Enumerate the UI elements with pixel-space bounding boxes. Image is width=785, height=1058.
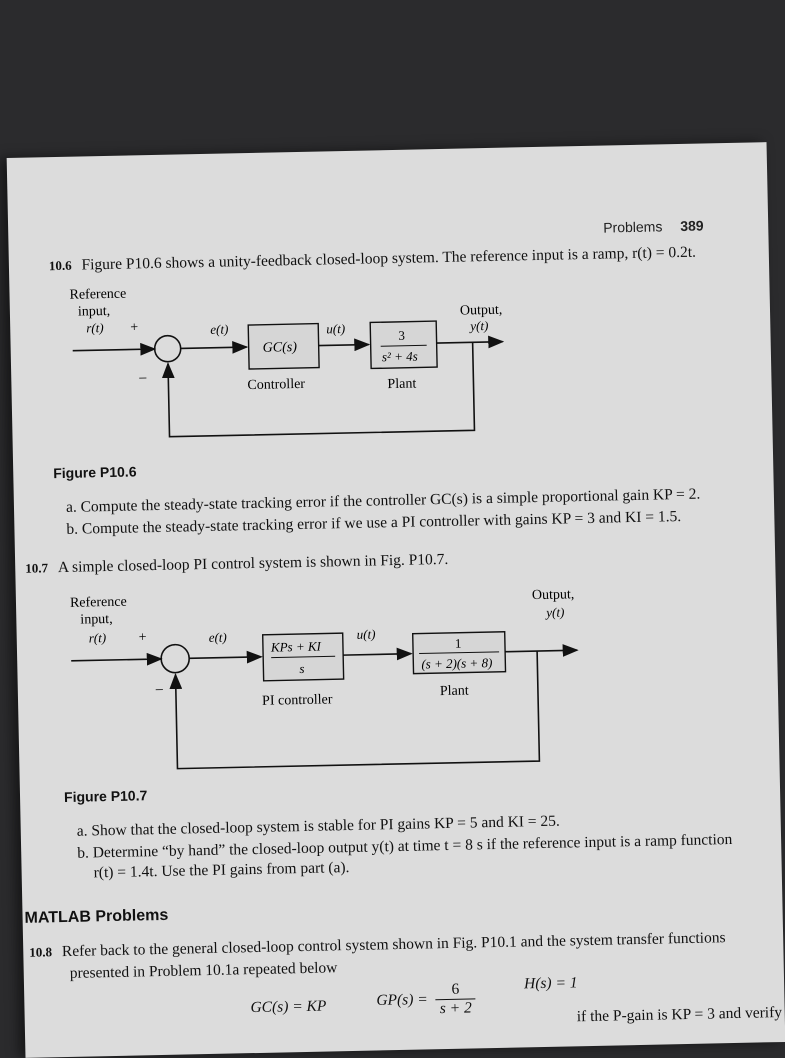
controller-fraction-bar [271, 655, 336, 659]
problem-10-8-partial-line: if the P-gain is KP = 3 and verify [576, 1004, 783, 1026]
page-number: 389 [680, 217, 704, 234]
plus-sign: + [139, 630, 147, 645]
controller-transfer-function: GC(s) [263, 340, 298, 356]
controller-label: Controller [247, 377, 305, 393]
minus-sign: – [138, 370, 147, 385]
sensor-equation: H(s) = 1 [523, 974, 578, 993]
plant-fraction-bar [380, 344, 427, 347]
error-arrow [180, 340, 249, 354]
controller-equation: GC(s) = KP [250, 997, 327, 1017]
problem-text: Refer back to the general closed-loop co… [61, 929, 726, 961]
control-signal-label: u(t) [326, 321, 345, 336]
figure-caption-p10-7: Figure P10.7 [63, 787, 148, 805]
section-heading-matlab: MATLAB Problems [24, 906, 169, 927]
problem-number: 10.6 [48, 257, 72, 274]
error-arrow [189, 650, 263, 664]
plant-denominator: (s + 2)(s + 8) [421, 655, 492, 671]
y-signal-label: y(t) [468, 318, 488, 333]
reference-label: Reference [69, 287, 126, 303]
input-arrow [71, 652, 163, 666]
y-signal-label: y(t) [544, 604, 564, 619]
problem-text: A simple closed-loop PI control system i… [57, 550, 449, 577]
block-diagram-p10-6: Reference input, r(t) + – e(t) GC(s) Con… [69, 287, 505, 438]
error-signal-label: e(t) [209, 630, 227, 645]
problem-10-8-line-2: presented in Problem 10.1a repeated belo… [69, 959, 338, 982]
plant-fraction-bar [419, 651, 500, 655]
output-label: Output, [532, 587, 575, 603]
control-signal-label: u(t) [357, 626, 376, 641]
textbook-page: Problems 389 10.6 Figure P10.6 shows a u… [6, 142, 785, 1058]
reference-label: Reference [70, 595, 127, 611]
input-label: input, [78, 304, 111, 320]
plant-label: Plant [440, 683, 469, 699]
problem-10-8-line-1: 10.8 Refer back to the general closed-lo… [29, 929, 726, 962]
error-signal-label: e(t) [210, 321, 228, 336]
summing-junction [160, 643, 190, 674]
block-diagram-p10-7: Reference input, r(t) + – e(t) KPs + KI … [70, 587, 579, 770]
output-label: Output, [460, 303, 503, 319]
plant-label: Plant [387, 377, 416, 393]
feedback-path [169, 651, 541, 770]
fraction-denominator: s + 2 [439, 999, 472, 1018]
problem-number: 10.7 [25, 560, 49, 576]
section-title: Problems [603, 218, 663, 236]
feedback-path [161, 342, 476, 438]
pi-controller-label: PI controller [262, 692, 333, 708]
summing-junction [153, 334, 182, 363]
problem-number: 10.8 [29, 944, 53, 960]
plant-denominator: s² + 4s [382, 348, 418, 364]
output-arrow [505, 644, 579, 657]
input-arrow [72, 342, 157, 356]
minus-sign: – [155, 682, 164, 697]
running-header: Problems 389 [603, 217, 704, 235]
plant-equation-fraction: 6 s + 2 [435, 980, 476, 1018]
controller-denominator: s [299, 661, 304, 676]
control-arrow [343, 647, 413, 661]
plant-numerator: 1 [455, 636, 462, 651]
r-signal-label: r(t) [89, 630, 107, 645]
figure-caption-p10-6: Figure P10.6 [53, 463, 137, 482]
plus-sign: + [130, 320, 138, 335]
plant-numerator: 3 [398, 328, 405, 343]
r-signal-label: r(t) [86, 320, 104, 335]
controller-numerator: KPs + KI [270, 639, 322, 655]
plant-equation: GP(s) = 6 s + 2 [376, 980, 476, 1019]
control-arrow [318, 338, 371, 352]
fraction-numerator: 6 [435, 980, 476, 1001]
plant-equation-lhs: GP(s) = [376, 990, 428, 1009]
output-arrow [436, 335, 505, 349]
input-label: input, [80, 612, 113, 628]
plant-block [369, 320, 438, 370]
problem-10-7-statement: 10.7 A simple closed-loop PI control sys… [25, 551, 448, 578]
problem-10-7-part-b-line-2: r(t) = 1.4t. Use the PI gains from part … [93, 859, 350, 882]
